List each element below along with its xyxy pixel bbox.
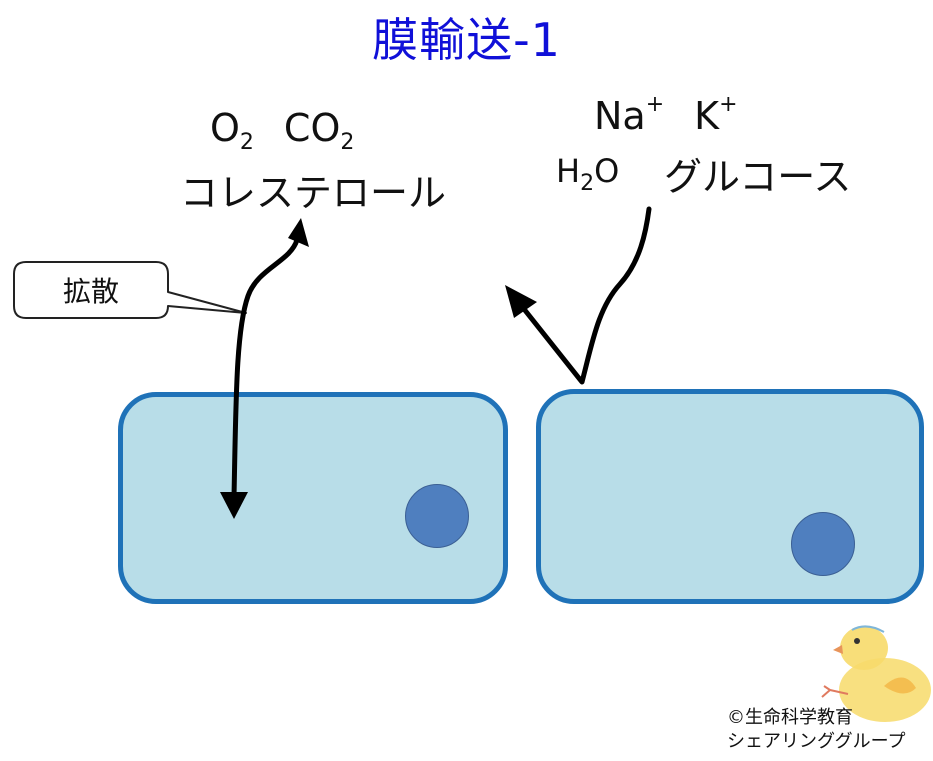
chick-mascot-image (821, 625, 931, 722)
water-label: H2O (556, 152, 620, 196)
oxygen-co2-labels: O2 CO2 (210, 106, 354, 155)
cell-left (118, 392, 508, 604)
cell-right (536, 389, 924, 604)
diffusion-arrowhead-up (288, 218, 309, 247)
diffusion-arrowhead-down (220, 492, 248, 519)
page-title: 膜輸送-1 (372, 13, 561, 67)
credit-line-1: ©生命科学教育 (727, 707, 853, 728)
glucose-label: グルコース (664, 155, 852, 199)
diffusion-arrow (231, 237, 300, 500)
ion-labels: Na+ K+ (594, 92, 738, 138)
blocked-arrow (517, 206, 652, 385)
nucleus-right (791, 512, 855, 576)
credit-text: ©生命科学教育 シェアリンググループ (727, 706, 906, 754)
credit-line-2: シェアリンググループ (727, 731, 906, 752)
sodium-ion-label: Na+ (594, 92, 665, 138)
co2-label: CO2 (283, 106, 355, 155)
cholesterol-label: コレステロール (180, 171, 447, 215)
o2-label: O2 (210, 106, 254, 155)
potassium-ion-label: K+ (694, 92, 738, 138)
diffusion-callout-box (13, 261, 247, 319)
blocked-arrowhead (505, 285, 537, 318)
nucleus-left (405, 484, 469, 548)
diffusion-callout-label: 拡散 (62, 275, 119, 308)
